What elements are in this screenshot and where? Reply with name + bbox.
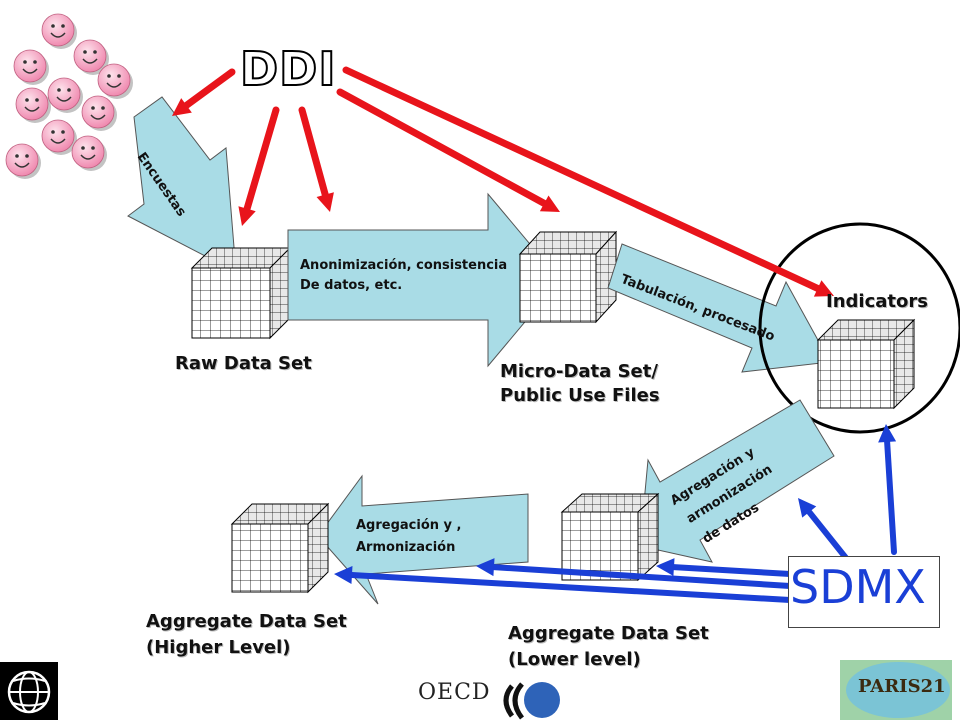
- smiley-face-icon: [47, 77, 83, 113]
- smiley-face-icon: [97, 63, 133, 99]
- sdmx-label: SDMX: [790, 560, 926, 614]
- aggregate-higher-cube: [230, 502, 330, 594]
- aggregate-lower-cube: [560, 492, 660, 582]
- ddi-arrows: [172, 66, 834, 297]
- smiley-face-icon: [81, 95, 117, 131]
- paris21-logo-mark: [840, 660, 952, 720]
- ddi-arrow-to-indicators: [342, 66, 834, 297]
- smiley-face-icon: [13, 49, 49, 85]
- survey-respondents-faces: [5, 13, 133, 179]
- raw-data-cube: [190, 246, 292, 340]
- sdmx-arrow-to-agregacion-datos: [798, 498, 849, 561]
- ddi-arrow-to-faces: [172, 68, 236, 116]
- encuestas-arrow: [127, 96, 237, 273]
- ddi-arrow-to-raw: [238, 106, 280, 226]
- agregacion-text-line1: Agregación y ,: [356, 518, 462, 533]
- smiley-face-icon: [41, 119, 77, 155]
- anonimizacion-text-line1: Anonimización, consistencia: [300, 258, 508, 273]
- sdmx-arrows: [334, 424, 897, 603]
- ddi-arrow-to-anonimizacion: [298, 106, 334, 212]
- smiley-face-icon: [5, 143, 41, 179]
- sdmx-arrow-to-agregacion: [476, 558, 793, 589]
- agregacion-datos-arrow: [639, 399, 835, 563]
- indicators-circle: [758, 222, 960, 434]
- micro-data-set-label-line2: Public Use Files: [500, 385, 660, 406]
- micro-data-cube: [518, 230, 618, 324]
- agregacion-text-line2: Armonización: [356, 540, 456, 555]
- smiley-face-icon: [41, 13, 77, 49]
- anonimizacion-arrow: [287, 192, 561, 368]
- smiley-face-icon: [15, 87, 51, 123]
- oecd-logo-mark: [503, 682, 560, 720]
- smiley-face-icon: [71, 135, 107, 171]
- sdmx-arrow-to-higher-cube: [334, 566, 793, 603]
- sdmx-box: [788, 556, 940, 628]
- aggregate-lower-label-line1: Aggregate Data Set: [508, 623, 709, 644]
- raw-data-set-label: Raw Data Set: [175, 353, 312, 374]
- oecd-logo-text: OECD: [418, 680, 491, 705]
- aggregate-higher-label-line2: (Higher Level): [146, 637, 291, 658]
- smiley-face-icon: [73, 39, 109, 75]
- micro-data-set-label-line1: Micro-Data Set/: [500, 361, 658, 382]
- paris21-logo-text: PARIS21: [858, 676, 946, 697]
- ddi-label: DDI: [239, 41, 337, 97]
- anonimizacion-text-line2: De datos, etc.: [300, 278, 403, 293]
- sdmx-arrow-to-indicators: [878, 424, 897, 555]
- aggregate-higher-label-line1: Aggregate Data Set: [146, 611, 347, 632]
- sdmx-arrow-to-lower-cube: [656, 558, 793, 577]
- indicators-cube: [816, 318, 916, 410]
- ddi-arrow-to-micro: [336, 88, 560, 212]
- world-bank-logo: [0, 662, 58, 720]
- aggregate-lower-label-line2: (Lower level): [508, 649, 641, 670]
- tabulacion-arrow: [607, 243, 831, 373]
- indicators-label: Indicators: [826, 291, 928, 312]
